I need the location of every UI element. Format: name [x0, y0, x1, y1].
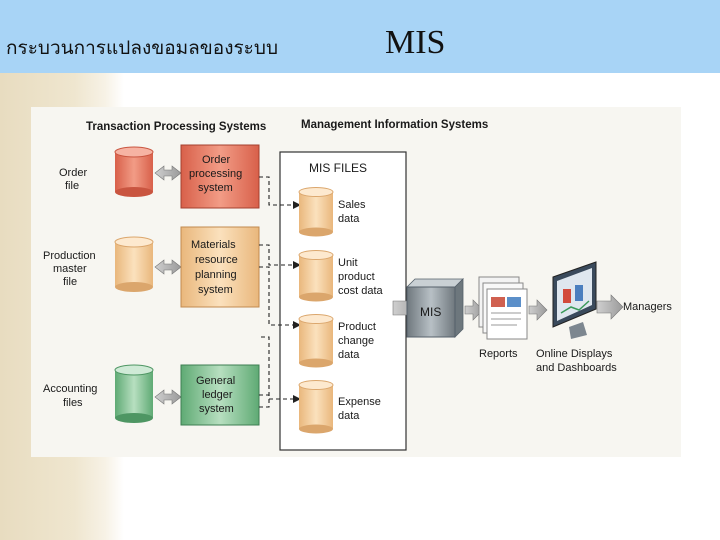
mis-processor-box [406, 278, 464, 338]
accounting-files-cylinder [114, 364, 154, 423]
expense-data-label-1: Expense [338, 396, 381, 408]
product-change-label-2: change [338, 335, 374, 347]
arrow-display-to-managers [596, 294, 624, 320]
mis-flow-diagram: Transaction Processing Systems Managemen… [31, 107, 681, 457]
reports-stack-icon [478, 276, 528, 340]
expense-data-cylinder [298, 380, 334, 434]
order-file-label-2: file [65, 180, 79, 192]
production-file-cylinder [114, 236, 154, 292]
managers-label: Managers [623, 301, 672, 313]
accounting-files-label-1: Accounting [43, 383, 97, 395]
order-system-label-1: Order [202, 154, 230, 166]
online-displays-label-1: Online Displays [536, 348, 613, 360]
expense-data-label-2: data [338, 410, 360, 422]
ledger-system-label-1: General [196, 375, 235, 387]
materials-system-label-2: resource [195, 254, 238, 266]
order-processing-box [180, 144, 260, 209]
product-change-label-3: data [338, 349, 360, 361]
production-file-label-2: master [53, 263, 87, 275]
mis-heading: Management Information Systems [301, 119, 488, 131]
product-change-cylinder [298, 314, 334, 368]
tps-to-mis-dashed-connectors [259, 176, 293, 408]
materials-system-label-3: planning [195, 269, 237, 281]
product-change-label-1: Product [338, 321, 376, 333]
unit-cost-cylinder [298, 250, 334, 302]
sales-data-cylinder [298, 187, 334, 237]
accounting-files-label-2: files [63, 397, 83, 409]
connector-arrowheads [293, 201, 301, 403]
unit-cost-label-3: cost data [338, 285, 384, 297]
slide-title-thai: กระบวนการแปลงขอมลของระบบ [6, 37, 279, 59]
mis-files-heading: MIS FILES [309, 161, 367, 175]
online-displays-label-2: and Dashboards [536, 362, 617, 374]
materials-planning-box [180, 226, 260, 308]
sales-data-label-2: data [338, 213, 360, 225]
order-file-label-1: Order [59, 167, 87, 179]
title-bar: กระบวนการแปลงขอมลของระบบ MIS [0, 0, 720, 73]
production-file-label-3: file [63, 276, 77, 288]
order-system-label-3: system [198, 182, 233, 194]
online-display-monitor-icon [552, 261, 597, 339]
materials-system-label-1: Materials [191, 239, 236, 251]
order-file-cylinder [114, 146, 154, 197]
arrow-mis-to-reports [464, 299, 484, 321]
sales-data-label-1: Sales [338, 199, 366, 211]
slide-title-mis: MIS [385, 24, 446, 61]
reports-label: Reports [479, 348, 518, 360]
ledger-system-label-3: system [199, 403, 234, 415]
tps-heading: Transaction Processing Systems [86, 121, 266, 133]
production-file-label-1: Production [43, 250, 96, 262]
mis-box-label: MIS [420, 305, 441, 319]
materials-system-label-4: system [198, 284, 233, 296]
unit-cost-label-2: product [338, 271, 375, 283]
order-system-label-2: processing [189, 168, 242, 180]
unit-cost-label-1: Unit [338, 257, 358, 269]
ledger-system-label-2: ledger [202, 389, 233, 401]
diagram-canvas: Transaction Processing Systems Managemen… [31, 107, 681, 457]
arrow-reports-to-display [528, 299, 548, 321]
